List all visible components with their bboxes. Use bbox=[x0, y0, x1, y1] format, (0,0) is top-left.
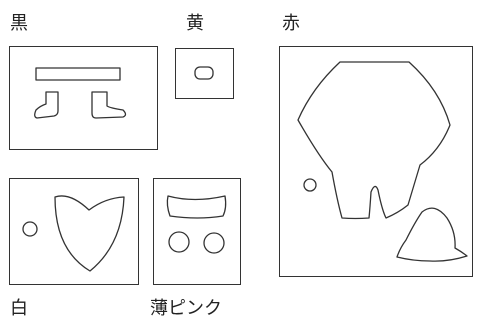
left-boot-shape bbox=[34, 91, 59, 119]
label-red: 赤 bbox=[282, 13, 300, 34]
right-cheek-circle-shape bbox=[203, 232, 225, 254]
label-light-pink: 薄ピンク bbox=[150, 298, 222, 319]
hat-brim-shape bbox=[35, 67, 121, 81]
left-cheek-circle-shape bbox=[168, 231, 190, 253]
cone-shape bbox=[396, 207, 468, 262]
right-boot-shape bbox=[91, 91, 127, 119]
eye-circle-shape bbox=[22, 221, 38, 237]
body-shape bbox=[297, 61, 451, 220]
label-black: 黒 bbox=[10, 13, 28, 34]
panel-yellow bbox=[175, 48, 234, 99]
panel-red bbox=[279, 46, 473, 277]
label-yellow: 黄 bbox=[186, 13, 204, 34]
cheek-band-shape bbox=[166, 195, 227, 219]
label-white: 白 bbox=[10, 298, 28, 319]
button-circle-shape bbox=[303, 178, 317, 192]
face-shield-shape bbox=[54, 195, 125, 272]
nose-shape bbox=[194, 66, 214, 80]
panel-black bbox=[9, 46, 158, 150]
